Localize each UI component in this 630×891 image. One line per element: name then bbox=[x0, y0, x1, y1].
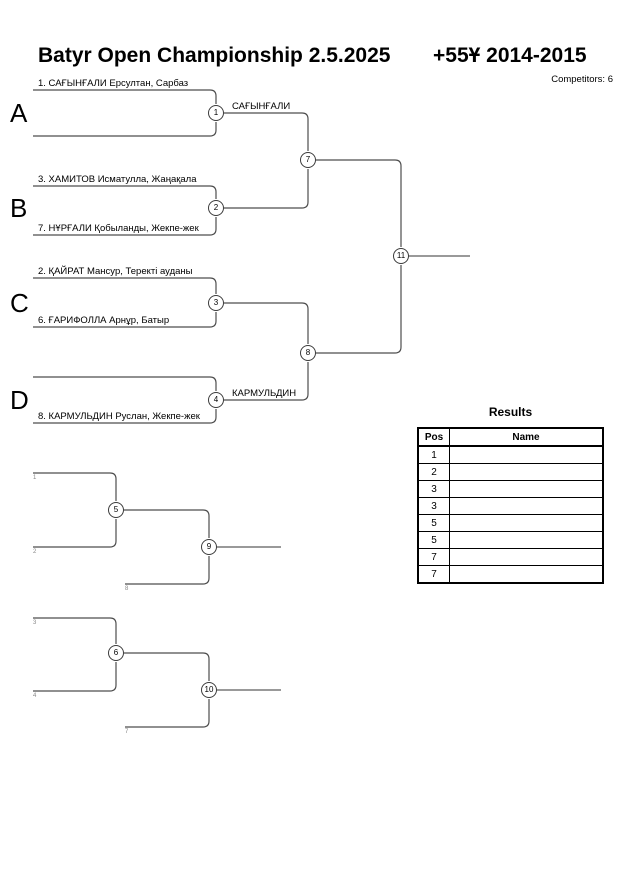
cons1-slot-lower bbox=[125, 556, 210, 585]
results-table: Pos Name 1 2 3 3 bbox=[417, 427, 604, 584]
match-circle-2: 2 bbox=[208, 200, 224, 216]
player-seed8: 8. КАРМУЛЬДИН Руслан, Жекпе-жек bbox=[38, 411, 200, 422]
winner-label-match1: САҒЫНҒАЛИ bbox=[232, 101, 291, 112]
player-seed2: 2. ҚАЙРАТ Мансур, Теректі ауданы bbox=[38, 266, 193, 277]
match-circle-4: 4 bbox=[208, 392, 224, 408]
group-label-a: A bbox=[10, 98, 28, 128]
line-m5-to-m9 bbox=[124, 509, 210, 538]
match-circle-7: 7 bbox=[300, 152, 316, 168]
slot-line-a-bottom bbox=[33, 122, 217, 137]
player-seed3: 3. ХАМИТОВ Исматулла, Жаңақала bbox=[38, 174, 197, 185]
player-seed6: 6. ҒАРИФОЛЛА Арнұр, Батыр bbox=[38, 315, 170, 326]
slot-line-d-top bbox=[33, 376, 217, 391]
match-circle-1: 1 bbox=[208, 105, 224, 121]
tournament-title: Batyr Open Championship 2.5.2025 bbox=[38, 44, 391, 67]
slot-line-d-bottom bbox=[33, 409, 217, 424]
cons-slot-label-2: 2 bbox=[33, 549, 37, 555]
line-m7-to-m11 bbox=[316, 159, 402, 247]
competitors-count: Competitors: 6 bbox=[551, 74, 613, 85]
results-row: 3 bbox=[417, 497, 604, 515]
player-seed1: 1. САҒЫНҒАЛИ Ерсултан, Сарбаз bbox=[38, 78, 189, 89]
results-name-cell bbox=[449, 548, 604, 566]
cons2-slot-bottom bbox=[33, 662, 117, 692]
cons-slot-label-8: 8 bbox=[125, 586, 129, 592]
slot-line-b-top bbox=[33, 185, 217, 199]
category-title: +55Ұ 2014-2015 bbox=[433, 44, 587, 67]
cons-slot-label-3: 3 bbox=[33, 620, 37, 626]
line-m3-to-m8 bbox=[224, 302, 309, 344]
results-row: 7 bbox=[417, 548, 604, 566]
cons1-slot-top bbox=[33, 472, 117, 501]
group-label-b: B bbox=[10, 193, 28, 223]
cons-slot-label-1: 1 bbox=[33, 475, 37, 481]
cons-slot-label-7: 7 bbox=[125, 729, 129, 735]
results-row: 7 bbox=[417, 565, 604, 584]
line-m4-to-m8 bbox=[224, 362, 309, 401]
match-circle-11: 11 bbox=[393, 248, 409, 264]
group-label-d: D bbox=[10, 385, 29, 415]
results-table-wrap: Pos Name 1 2 3 3 bbox=[417, 427, 604, 584]
match-circle-9: 9 bbox=[201, 539, 217, 555]
cons2-slot-top bbox=[33, 617, 117, 644]
player-seed7: 7. НҰРҒАЛИ Қобыланды, Жекпе-жек bbox=[38, 223, 199, 234]
cons1-slot-bottom bbox=[33, 519, 117, 548]
results-title: Results bbox=[488, 405, 533, 419]
results-name-cell bbox=[449, 565, 604, 584]
results-col-name: Name bbox=[449, 427, 604, 447]
match-circle-3: 3 bbox=[208, 295, 224, 311]
group-label-c: C bbox=[10, 288, 29, 318]
slot-line-c-bottom bbox=[33, 312, 217, 328]
line-m2-to-m7 bbox=[224, 169, 309, 209]
winner-label-match4: КАРМУЛЬДИН bbox=[232, 388, 297, 399]
results-row: 1 bbox=[417, 445, 604, 464]
slot-line-a-top bbox=[33, 89, 217, 104]
line-m1-to-m7 bbox=[224, 112, 309, 151]
match-circle-6: 6 bbox=[108, 645, 124, 661]
match-circle-8: 8 bbox=[300, 345, 316, 361]
results-header-row: Pos Name bbox=[417, 427, 604, 447]
cons2-slot-lower bbox=[125, 699, 210, 728]
match-circle-5: 5 bbox=[108, 502, 124, 518]
match-circle-10: 10 bbox=[201, 682, 217, 698]
slot-line-c-top bbox=[33, 277, 217, 294]
line-m6-to-m10 bbox=[124, 652, 210, 681]
slot-line-b-bottom bbox=[33, 217, 217, 236]
line-m8-to-m11 bbox=[316, 265, 402, 354]
cons-slot-label-4: 4 bbox=[33, 693, 37, 699]
